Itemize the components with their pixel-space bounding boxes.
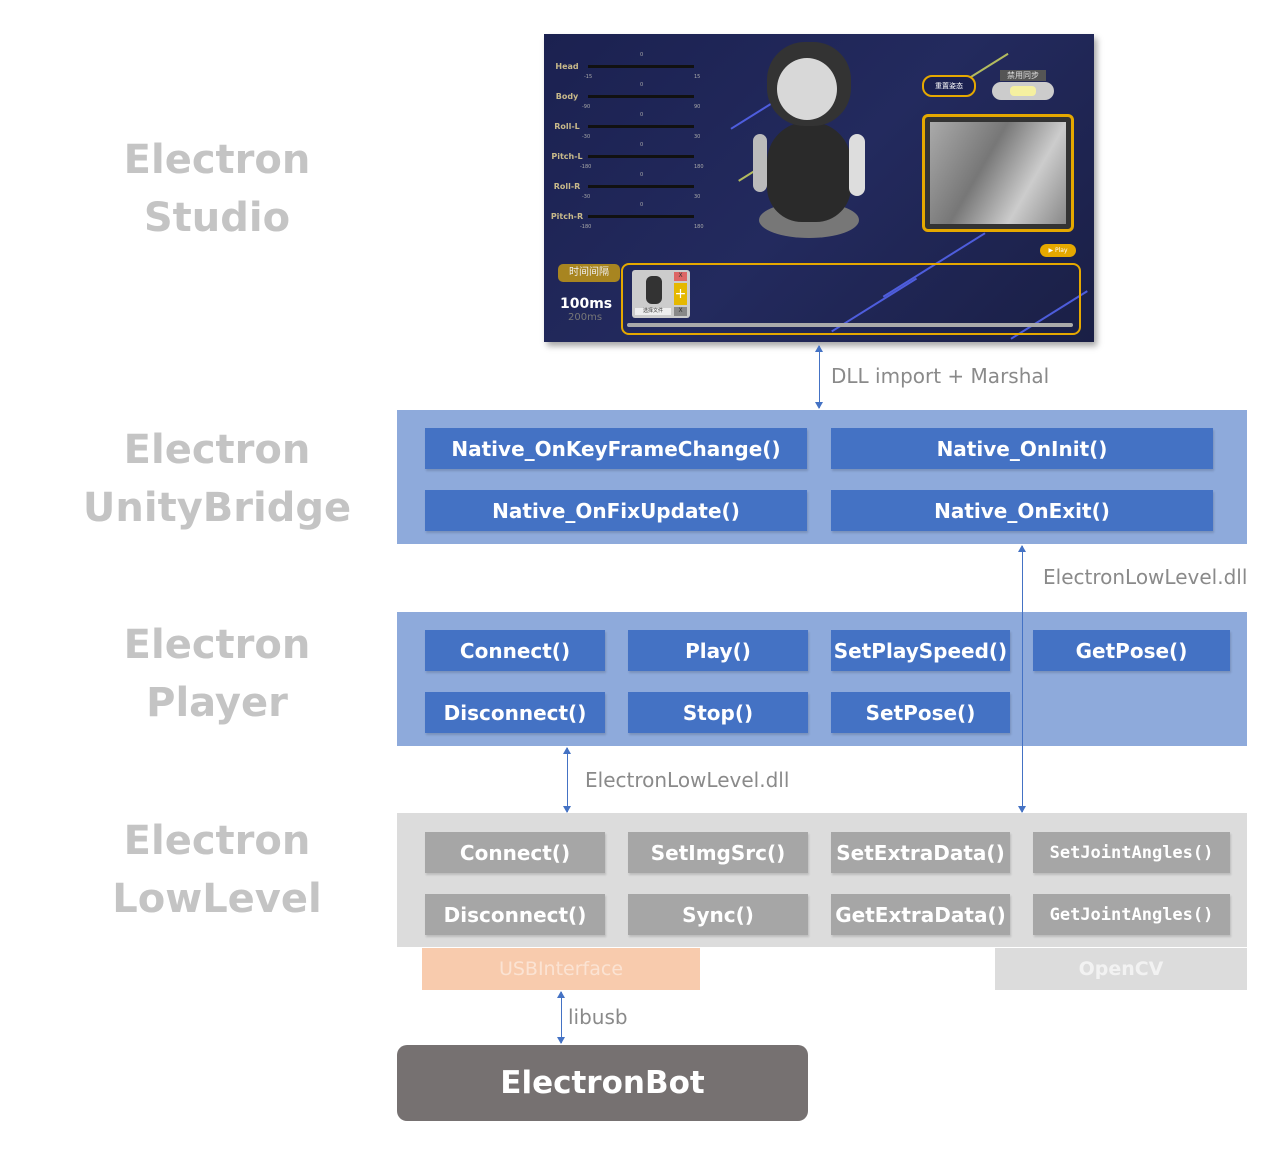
timeline-scrollbar[interactable] [627, 323, 1073, 327]
slider-max: 180 [694, 164, 704, 170]
reset-pose-button[interactable]: 重置姿态 [922, 75, 976, 97]
player-connect-button[interactable]: Connect() [425, 630, 605, 671]
roll-r-slider[interactable] [588, 185, 694, 188]
label-line: Studio [143, 195, 291, 241]
slider-value: 0 [640, 52, 644, 58]
timeline-panel[interactable]: 选择文件 X + X [621, 263, 1081, 335]
slider-label: Body [555, 92, 579, 101]
slider-min: -90 [582, 104, 591, 110]
slider-max: 15 [694, 74, 701, 80]
player-setplayspeed-button[interactable]: SetPlaySpeed() [831, 630, 1010, 671]
slider-label: Roll-L [554, 122, 580, 131]
lowlevel-setjointangles-button[interactable]: SetJointAngles() [1033, 832, 1230, 873]
player-layer: Connect() Play() SetPlaySpeed() GetPose(… [397, 612, 1247, 746]
lowlevel-getextradata-button[interactable]: GetExtraData() [831, 894, 1010, 935]
slider-max: 30 [694, 134, 701, 140]
head-slider[interactable] [588, 65, 694, 68]
player-play-button[interactable]: Play() [628, 630, 808, 671]
slider-min: -180 [580, 164, 592, 170]
label-line: LowLevel [112, 876, 322, 922]
lowlevel-setextradata-button[interactable]: SetExtraData() [831, 832, 1010, 873]
player-disconnect-button[interactable]: Disconnect() [425, 692, 605, 733]
arrow-label: ElectronLowLevel.dll [1043, 565, 1248, 589]
lowlevel-disconnect-button[interactable]: Disconnect() [425, 894, 605, 935]
lowlevel-setimgsrc-button[interactable]: SetImgSrc() [628, 832, 808, 873]
slider-value: 0 [640, 112, 644, 118]
slider-max: 30 [694, 194, 701, 200]
native-onexit-button[interactable]: Native_OnExit() [831, 490, 1213, 531]
native-oninit-button[interactable]: Native_OnInit() [831, 428, 1213, 469]
pitch-l-slider[interactable] [588, 155, 694, 158]
disable-sync-label: 禁用同步 [1000, 70, 1046, 81]
label-line: UnityBridge [82, 485, 352, 531]
close-icon[interactable]: X [674, 272, 687, 281]
delete-icon[interactable]: X [674, 307, 687, 316]
arrow-label: libusb [568, 1005, 628, 1029]
robot-model [749, 42, 869, 242]
pitch-r-slider[interactable] [588, 215, 694, 218]
native-onkeyframechange-button[interactable]: Native_OnKeyFrameChange() [425, 428, 807, 469]
slider-label: Pitch-R [550, 212, 584, 221]
keyframe-card[interactable]: 选择文件 X + X [632, 270, 690, 318]
slider-value: 0 [640, 202, 644, 208]
slider-value: 0 [640, 142, 644, 148]
slider-label: Roll-R [553, 182, 581, 191]
player-getpose-button[interactable]: GetPose() [1033, 630, 1230, 671]
lowlevel-getjointangles-button[interactable]: GetJointAngles() [1033, 894, 1230, 935]
opencv-block: OpenCV [995, 948, 1247, 990]
roll-l-slider[interactable] [588, 125, 694, 128]
label-line: Electron [123, 818, 311, 864]
label-line: Electron [123, 427, 311, 473]
studio-screenshot: Head -15 15 0 Body -90 90 0 Roll-L -30 3… [544, 34, 1094, 342]
lowlevel-connect-button[interactable]: Connect() [425, 832, 605, 873]
arrow-studio-bridge [815, 345, 823, 409]
arrow-label: ElectronLowLevel.dll [585, 768, 790, 792]
slider-min: -30 [582, 134, 591, 140]
unitybridge-layer: Native_OnKeyFrameChange() Native_OnInit(… [397, 410, 1247, 544]
native-onfixupdate-button[interactable]: Native_OnFixUpdate() [425, 490, 807, 531]
slider-value: 0 [640, 172, 644, 178]
label-line: Electron [123, 137, 311, 183]
body-slider[interactable] [588, 95, 694, 98]
label-line: Electron [123, 622, 311, 668]
camera-preview [922, 114, 1074, 232]
usb-interface-block: USBInterface [422, 948, 700, 990]
label-line: Player [146, 680, 288, 726]
slider-min: -180 [580, 224, 592, 230]
slider-value: 0 [640, 82, 644, 88]
interval-label: 时间间隔 [558, 264, 620, 282]
lowlevel-sync-button[interactable]: Sync() [628, 894, 808, 935]
slider-max: 180 [694, 224, 704, 230]
arrow-bridge-lowlevel [1018, 545, 1026, 813]
interval-value: 100ms [560, 296, 613, 312]
player-stop-button[interactable]: Stop() [628, 692, 808, 733]
lowlevel-layer: Connect() SetImgSrc() SetExtraData() Set… [397, 813, 1247, 947]
play-button[interactable]: ▶ Play [1040, 244, 1076, 257]
select-file-button[interactable]: 选择文件 [635, 308, 671, 315]
interval-alt-value: 200ms [568, 312, 603, 323]
slider-max: 90 [694, 104, 701, 110]
slider-min: -15 [584, 74, 593, 80]
electronbot-device: ElectronBot [397, 1045, 808, 1121]
player-setpose-button[interactable]: SetPose() [831, 692, 1010, 733]
arrow-player-lowlevel [563, 747, 571, 813]
slider-label: Head [555, 62, 579, 71]
arrow-label: DLL import + Marshal [831, 364, 1050, 388]
disable-sync-toggle[interactable] [992, 82, 1054, 100]
slider-label: Pitch-L [551, 152, 583, 161]
arrow-usb-bot [557, 991, 565, 1044]
add-keyframe-button[interactable]: + [674, 283, 687, 305]
slider-min: -30 [582, 194, 591, 200]
